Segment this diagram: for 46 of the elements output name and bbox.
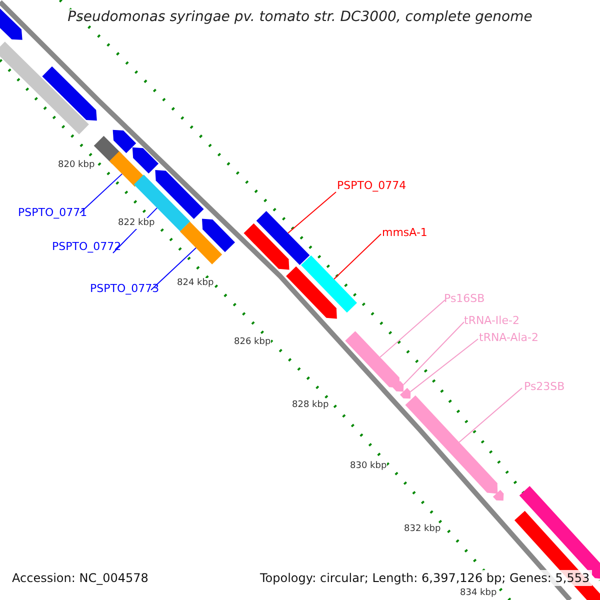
- leader-line: [410, 338, 478, 392]
- gene-label: tRNA-Ile-2: [464, 314, 520, 327]
- gene-bar: [180, 222, 222, 264]
- scale-label: 830 kbp: [350, 461, 387, 472]
- gene-label: Ps23SB: [524, 380, 565, 393]
- accession-text: Accession: NC_004578: [10, 570, 150, 586]
- scale-label: 828 kbp: [292, 400, 329, 411]
- gene-bar: [301, 255, 357, 313]
- gene-label: PSPTO_0772: [52, 240, 122, 253]
- gene-label: PSPTO_0774: [337, 179, 406, 192]
- scale-label: 834 kbp: [460, 588, 497, 599]
- gene-label: PSPTO_0771: [18, 206, 88, 219]
- scale-label: 820 kbp: [58, 160, 95, 171]
- leader-line: [80, 173, 123, 214]
- gene-feature: [112, 130, 136, 154]
- gene-bar: [256, 210, 310, 266]
- leader-line: [334, 234, 382, 280]
- gene-bar: [134, 174, 190, 232]
- gene-feature: [392, 380, 404, 392]
- map-title: Pseudomonas syringae pv. tomato str. DC3000, complete genome: [68, 9, 532, 25]
- gene-feature: [286, 266, 337, 319]
- gene-bar: [109, 151, 145, 187]
- gene-feature: [492, 490, 504, 501]
- scale-label: 826 kbp: [234, 337, 271, 348]
- leader-line: [380, 300, 446, 358]
- scale-label: 832 kbp: [404, 524, 441, 535]
- gene-feature: [202, 218, 235, 252]
- gene-label: tRNA-Ala-2: [479, 331, 538, 344]
- gene-label: PSPTO_0773: [90, 282, 160, 295]
- gene-feature: [244, 223, 290, 270]
- gene-feature: [0, 7, 22, 40]
- gene-bar: [0, 42, 89, 134]
- leader-line: [288, 192, 336, 234]
- gene-feature: [345, 331, 400, 388]
- scale-label: 824 kbp: [177, 278, 214, 289]
- scale-label: 822 kbp: [118, 218, 155, 229]
- gene-feature: [405, 395, 498, 494]
- genome-info-text: Topology: circular; Length: 6,397,126 bp; Genes: 5,553: [258, 570, 592, 586]
- gene-feature: [155, 170, 204, 219]
- gene-feature: [400, 388, 411, 399]
- leader-line: [150, 247, 196, 290]
- leader-line: [458, 388, 522, 443]
- leader-line: [403, 322, 464, 386]
- gene-feature: [42, 66, 97, 121]
- gene-label: Ps16SB: [444, 292, 485, 305]
- gene-label: mmsA-1: [382, 226, 428, 239]
